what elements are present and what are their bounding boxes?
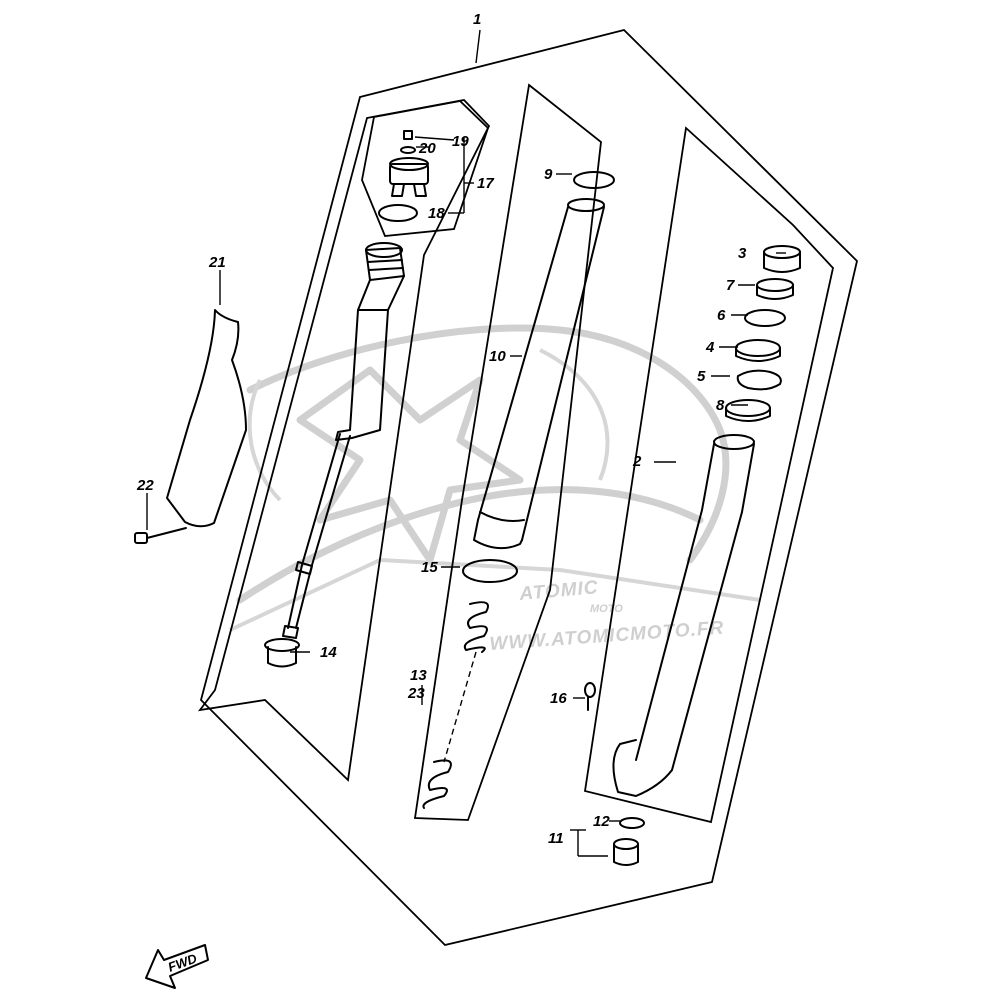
oil-seal-4 xyxy=(735,339,781,362)
fork-guard-21 xyxy=(166,309,247,528)
callout-10: 10 xyxy=(489,348,506,365)
cap-group-frame xyxy=(361,100,490,237)
assembly-frame-outer xyxy=(199,29,858,946)
callout-17: 17 xyxy=(477,175,494,192)
assembly-frame-inner-tube xyxy=(197,99,491,782)
assembly-frame-outer-tube xyxy=(583,126,834,824)
callout-7: 7 xyxy=(726,277,735,294)
callout-3: 3 xyxy=(738,245,747,262)
bushing-3 xyxy=(763,245,801,273)
spring-13-23 xyxy=(422,601,489,809)
callout-4: 4 xyxy=(705,339,715,356)
bleed-screw-16 xyxy=(584,682,596,711)
clip-5 xyxy=(736,369,782,391)
callout-21: 21 xyxy=(208,254,226,271)
callout-11: 11 xyxy=(548,830,564,847)
callout-22: 22 xyxy=(136,477,154,494)
fork-tube-10 xyxy=(473,198,605,550)
o-ring-15 xyxy=(462,559,518,583)
seal-6 xyxy=(744,309,786,327)
outer-tube-2 xyxy=(612,434,755,797)
washer-7 xyxy=(756,278,794,300)
callout-19: 19 xyxy=(452,133,469,150)
dust-seal-8 xyxy=(725,399,771,422)
watermark-brand: ATOMIC xyxy=(518,577,600,605)
callout-23: 23 xyxy=(407,685,425,702)
callout-12: 12 xyxy=(593,813,610,830)
callout-20: 20 xyxy=(418,140,436,157)
callout-13: 13 xyxy=(410,667,427,684)
ring-9 xyxy=(573,171,615,189)
callout-18: 18 xyxy=(428,205,445,222)
callout-16: 16 xyxy=(550,690,567,707)
leader-lines xyxy=(146,29,786,857)
watermark-logo: ATOMIC MOTO WWW.ATOMICMOTO.FR xyxy=(229,324,761,655)
damper-rod-assembly xyxy=(282,242,405,639)
callout-15: 15 xyxy=(421,559,438,576)
callout-2: 2 xyxy=(632,453,642,470)
assembly-frame-cartridge xyxy=(413,83,602,821)
callout-labels: 1 2 3 4 5 6 7 8 9 10 11 12 13 14 15 16 1… xyxy=(136,11,747,847)
top-cap-17 xyxy=(389,130,429,197)
bushing-14 xyxy=(264,638,300,668)
callout-5: 5 xyxy=(697,368,706,385)
callout-8: 8 xyxy=(716,397,725,414)
callout-1: 1 xyxy=(473,11,481,28)
callout-9: 9 xyxy=(544,166,553,183)
washer-12 xyxy=(619,817,645,829)
watermark-sub: MOTO xyxy=(590,603,623,615)
drain-bolt-11 xyxy=(613,838,639,866)
bolt-22 xyxy=(134,527,187,544)
callout-6: 6 xyxy=(717,307,726,324)
o-ring-18 xyxy=(378,204,418,222)
forward-direction-arrow: FWD xyxy=(145,944,209,989)
callout-14: 14 xyxy=(320,644,337,661)
